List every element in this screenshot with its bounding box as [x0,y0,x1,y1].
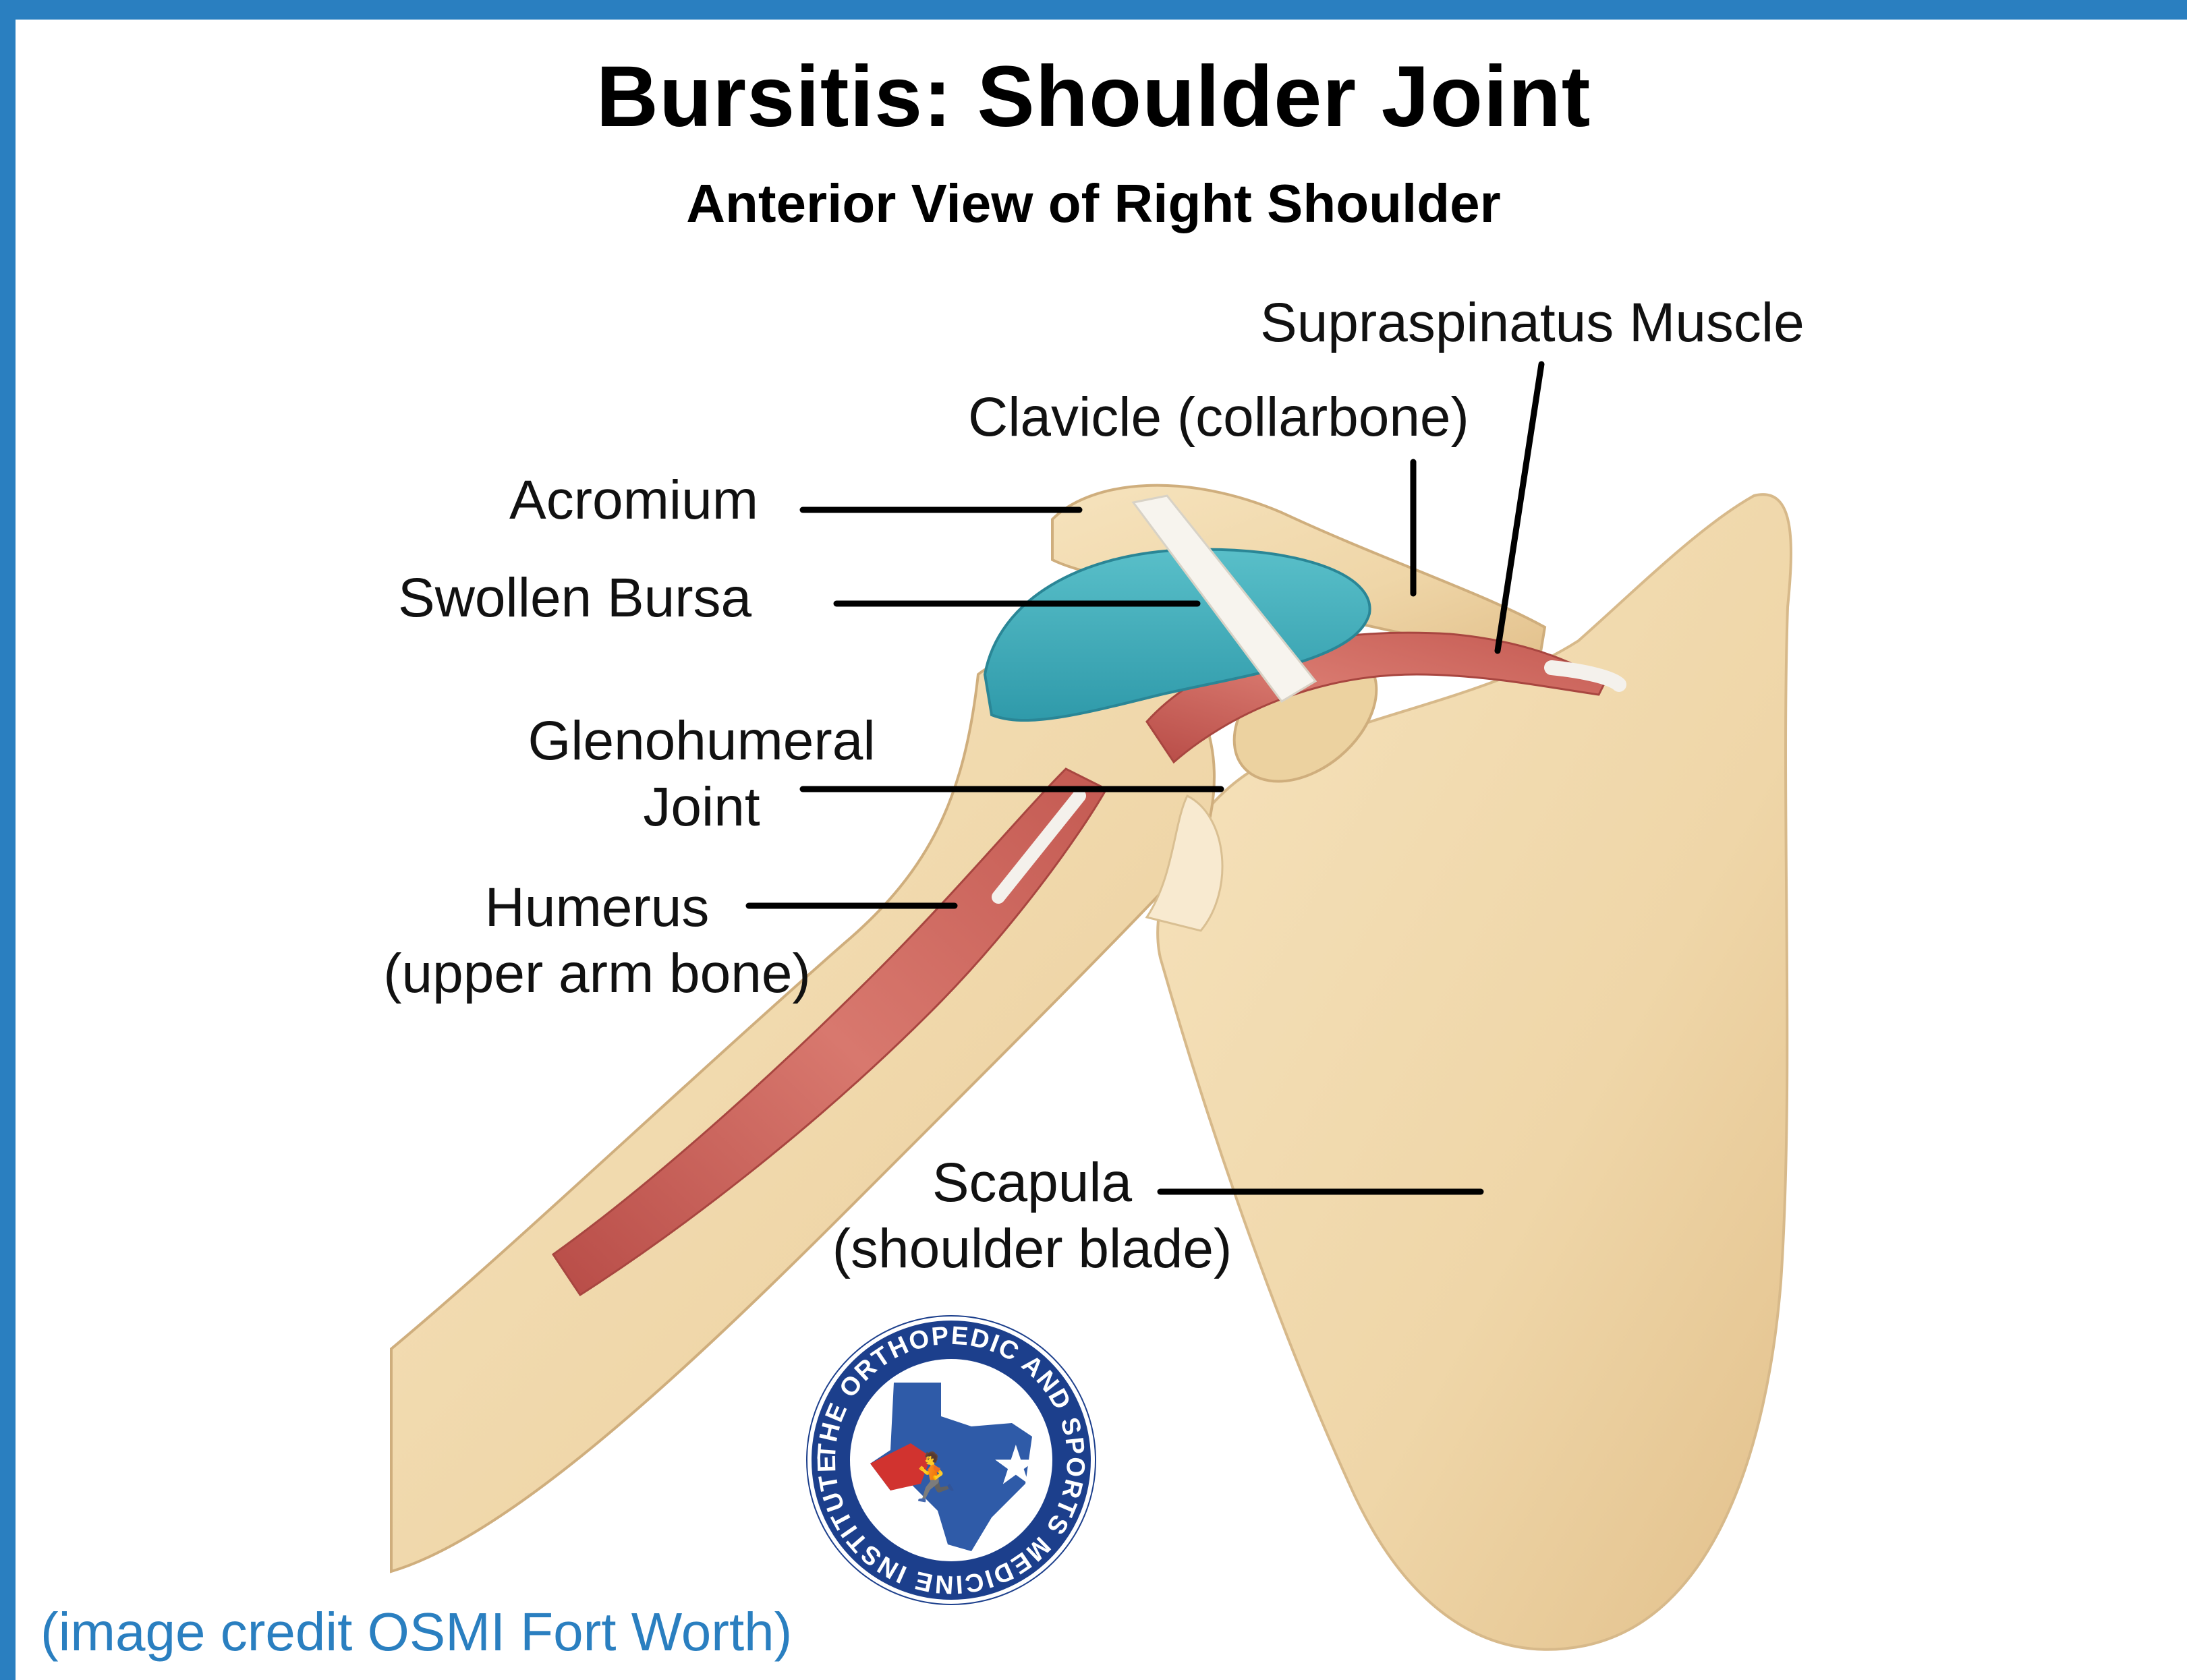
label-supraspinatus-muscle: Supraspinatus Muscle [1260,290,1805,356]
label-scapula: Scapula (shoulder blade) [816,1150,1248,1283]
label-scapula-line2: (shoulder blade) [816,1216,1248,1282]
label-clavicle: Clavicle (collarbone) [968,384,1469,451]
label-scapula-line1: Scapula [816,1150,1248,1216]
label-glenohumeral-line1: Glenohumeral [513,708,890,774]
label-glenohumeral-joint: Glenohumeral Joint [513,708,890,841]
label-humerus-line2: (upper arm bone) [368,941,826,1007]
label-humerus-line1: Humerus [368,875,826,941]
label-glenohumeral-line2: Joint [513,774,890,840]
logo-star-icon: ★ [992,1434,1040,1497]
logo-runner-icon: 🏃 [904,1450,963,1505]
osmi-logo: THE ORTHOPEDIC AND SPORTS MEDICINE INSTI… [806,1315,1096,1605]
label-swollen-bursa: Swollen Bursa [398,565,751,631]
image-credit: (image credit OSMI Fort Worth) [40,1605,792,1659]
leader-line-supraspinatus [1498,364,1541,651]
label-humerus: Humerus (upper arm bone) [368,875,826,1008]
label-acromium: Acromium [509,467,758,533]
